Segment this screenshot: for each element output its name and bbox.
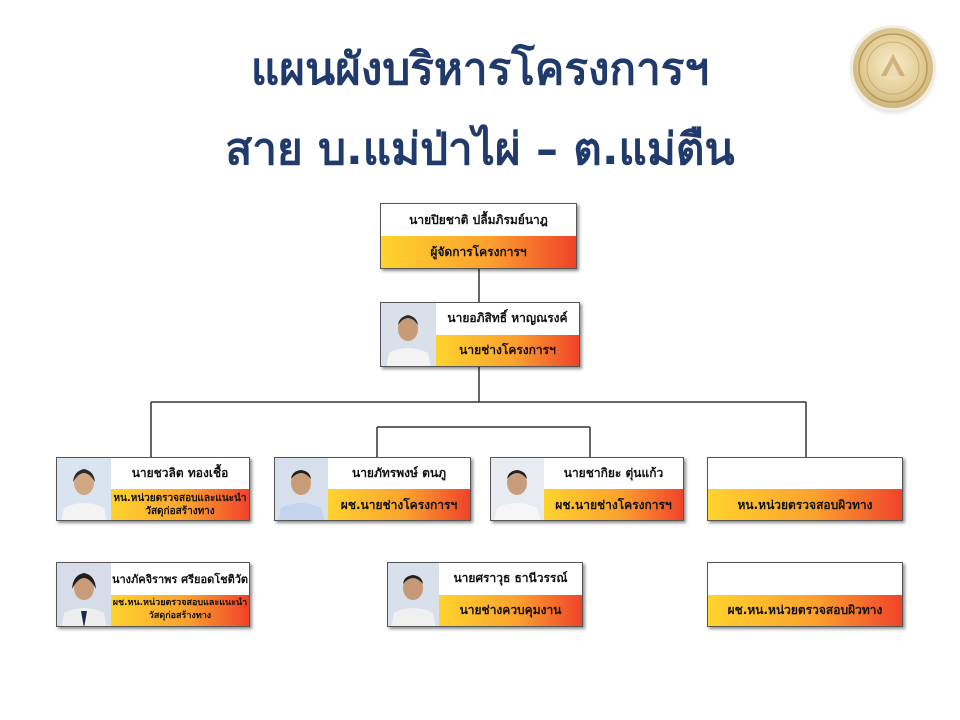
person-photo	[491, 458, 544, 520]
person-photo	[388, 563, 439, 626]
slide-title-line1: แผนผังบริหารโครงการฯ	[250, 44, 710, 95]
staff-5-role-line1: ผช.หน.หน่วยตรวจสอบและแนะนำ	[112, 598, 248, 609]
org-node-staff-2: นายภัทรพงษ์ ตนภู ผช.นายช่างโครงการฯ	[274, 457, 471, 521]
manager-name: นายปิยชาติ ปลื้มภิรมย์นาฎ	[409, 212, 548, 227]
org-node-manager: นายปิยชาติ ปลื้มภิรมย์นาฎ ผู้จัดการโครงก…	[380, 203, 577, 269]
staff-3-name: นายชากิยะ ตุ่นแก้ว	[563, 466, 664, 480]
person-photo	[57, 458, 111, 520]
staff-7-name	[708, 563, 902, 595]
person-photo	[57, 563, 111, 626]
org-node-staff-6: นายศราวุธ ธานีวรรณ์ นายช่างควบคุมงาน	[387, 562, 583, 627]
org-node-staff-3: นายชากิยะ ตุ่นแก้ว ผช.นายช่างโครงการฯ	[490, 457, 684, 521]
staff-5-role-line2: วัสดุก่อสร้างทาง	[148, 611, 212, 622]
staff-5-name: นางภัคจิราพร ศรียอดโชติวัต	[111, 572, 249, 586]
staff-1-role-line1: หน.หน่วยตรวจสอบและแนะนำ	[113, 492, 247, 504]
engineer-role: นายช่างโครงการฯ	[436, 334, 579, 366]
staff-7-role: ผช.หน.หน่วยตรวจสอบผิวทาง	[708, 594, 902, 626]
staff-6-role: นายช่างควบคุมงาน	[439, 594, 582, 626]
org-node-staff-7: ผช.หน.หน่วยตรวจสอบผิวทาง	[707, 562, 903, 627]
staff-6-name: นายศราวุธ ธานีวรรณ์	[453, 571, 568, 586]
org-node-engineer: นายอภิสิทธิ์ หาญณรงค์ นายช่างโครงการฯ	[380, 302, 580, 367]
person-photo	[381, 303, 436, 366]
slide-title-line2: สาย บ.แม่ป่าไผ่ – ต.แม่ตืน	[225, 124, 735, 175]
staff-5-role: ผช.หน.หน่วยตรวจสอบและแนะนำ วัสดุก่อสร้าง…	[111, 594, 249, 626]
org-node-staff-1: นายชวลิต ทองเชื้อ หน.หน่วยตรวจสอบและแนะน…	[56, 457, 250, 521]
staff-1-name: นายชวลิต ทองเชื้อ	[131, 466, 229, 480]
org-node-staff-4: หน.หน่วยตรวจสอบผิวทาง	[707, 457, 903, 521]
org-node-staff-5: นางภัคจิราพร ศรียอดโชติวัต ผช.หน.หน่วยตร…	[56, 562, 250, 627]
staff-1-role-line2: วัสดุก่อสร้างทาง	[145, 505, 215, 517]
engineer-name: นายอภิสิทธิ์ หาญณรงค์	[447, 311, 568, 326]
staff-4-role: หน.หน่วยตรวจสอบผิวทาง	[708, 489, 902, 520]
staff-2-role: ผช.นายช่างโครงการฯ	[328, 489, 470, 520]
staff-2-name: นายภัทรพงษ์ ตนภู	[351, 466, 446, 480]
department-seal-logo	[853, 28, 933, 108]
manager-role: ผู้จัดการโครงการฯ	[381, 236, 576, 268]
staff-4-name	[708, 458, 902, 489]
staff-1-role: หน.หน่วยตรวจสอบและแนะนำ วัสดุก่อสร้างทาง	[111, 489, 249, 520]
person-photo	[275, 458, 328, 520]
staff-3-role: ผช.นายช่างโครงการฯ	[544, 489, 683, 520]
